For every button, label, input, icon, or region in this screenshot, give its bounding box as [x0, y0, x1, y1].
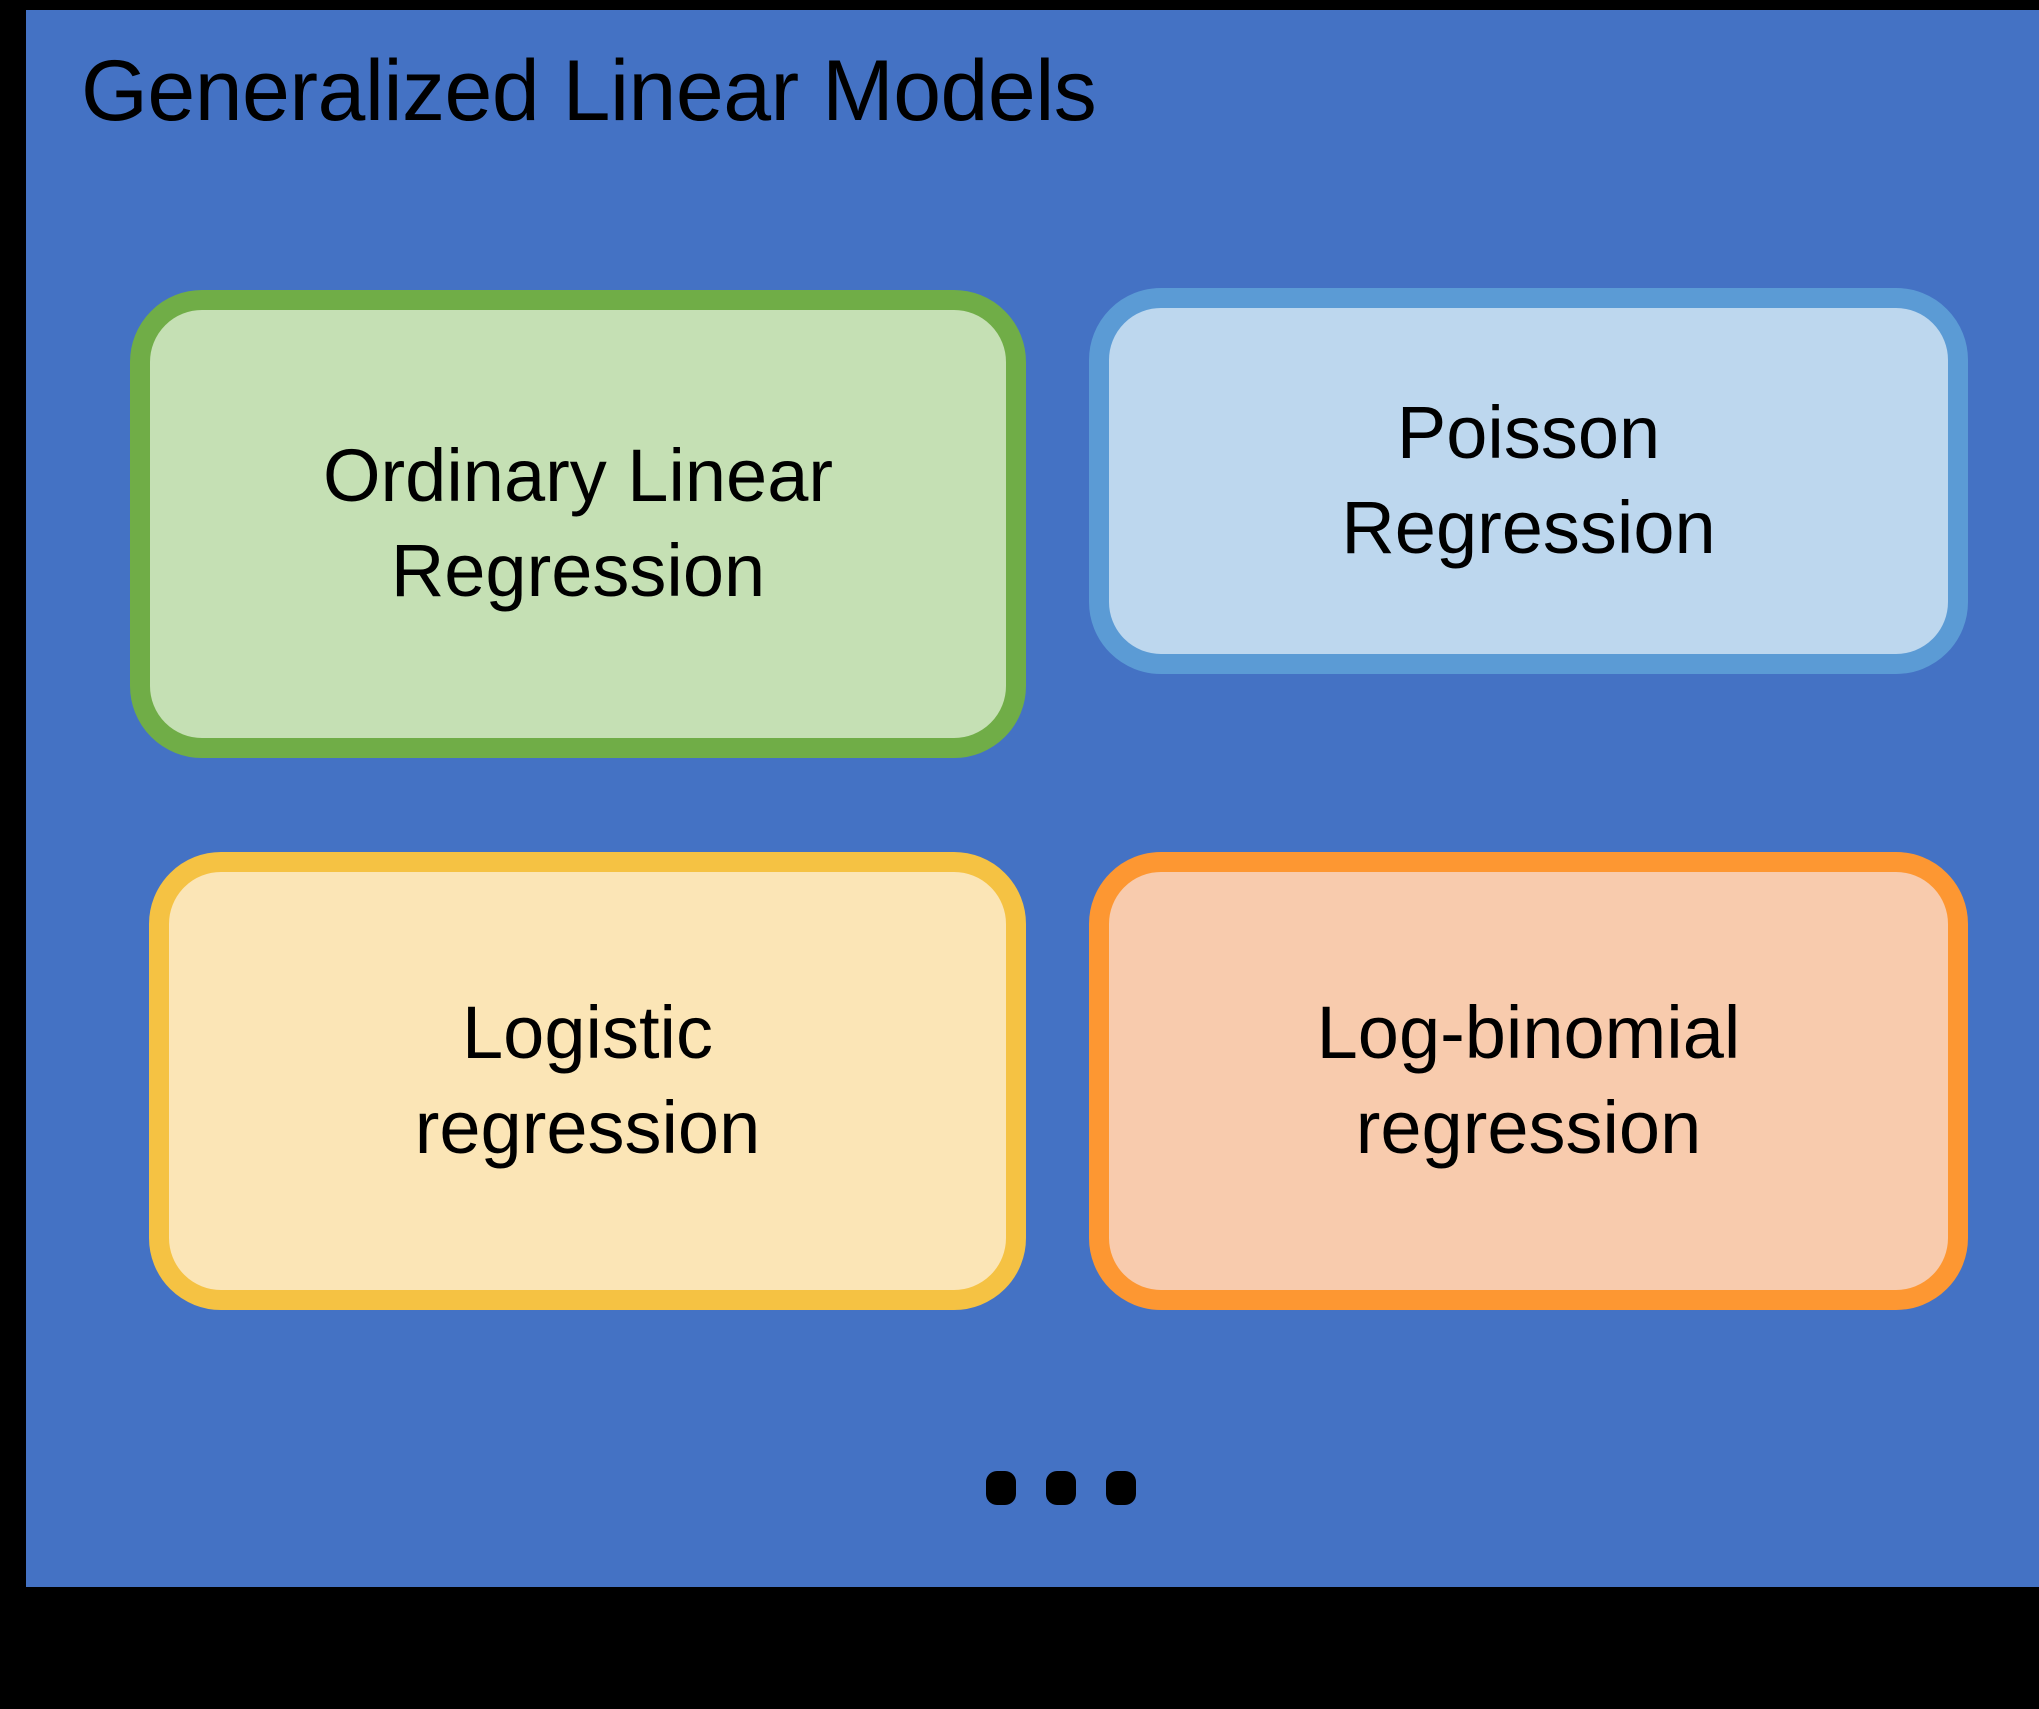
- card-line-2: Regression: [1341, 486, 1716, 569]
- card-line-2: regression: [1355, 1086, 1702, 1169]
- card-line-1: Poisson: [1396, 391, 1661, 475]
- generalized-linear-models-panel: Generalized Linear Models Ordinary Linea…: [26, 10, 2039, 1587]
- card-label-logistic-regression: Logistic regression: [399, 986, 777, 1175]
- card-line-2: regression: [414, 1086, 761, 1169]
- page-title: Generalized Linear Models: [81, 43, 1097, 139]
- card-log-binomial-regression[interactable]: Log-binomial regression: [1089, 852, 1968, 1310]
- card-line-1: Logistic: [462, 991, 713, 1075]
- ellipsis-dot-1: [986, 1471, 1016, 1505]
- ellipsis-more-models-icon: [986, 1468, 1136, 1508]
- card-ordinary-linear-regression[interactable]: Ordinary Linear Regression: [130, 290, 1026, 758]
- card-poisson-regression[interactable]: Poisson Regression: [1089, 288, 1968, 674]
- ellipsis-dot-2: [1046, 1471, 1076, 1505]
- card-label-poisson-regression: Poisson Regression: [1325, 386, 1731, 575]
- ellipsis-dot-3: [1106, 1471, 1136, 1505]
- card-logistic-regression[interactable]: Logistic regression: [149, 852, 1026, 1310]
- card-label-log-binomial-regression: Log-binomial regression: [1301, 986, 1757, 1175]
- card-label-ordinary-linear-regression: Ordinary Linear Regression: [307, 429, 849, 618]
- card-line-2: Regression: [390, 529, 766, 612]
- card-line-1: Ordinary Linear: [322, 434, 833, 518]
- card-line-1: Log-binomial: [1316, 991, 1741, 1075]
